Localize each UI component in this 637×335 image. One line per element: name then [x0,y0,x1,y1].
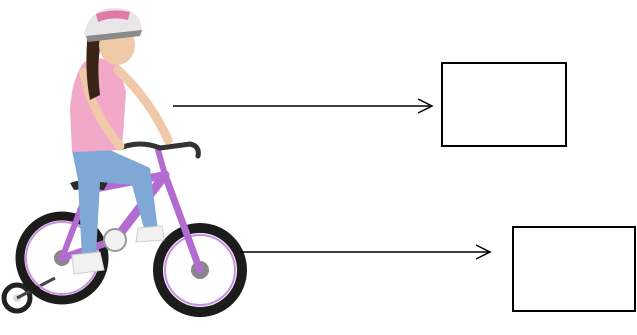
answer-box-2[interactable] [513,227,635,311]
girl-on-bicycle-image [4,8,242,312]
arrow-to-box-1 [173,99,432,113]
answer-box-1[interactable] [442,63,566,146]
bicycle-chainring [104,229,126,251]
arrow-to-box-2 [240,245,490,259]
